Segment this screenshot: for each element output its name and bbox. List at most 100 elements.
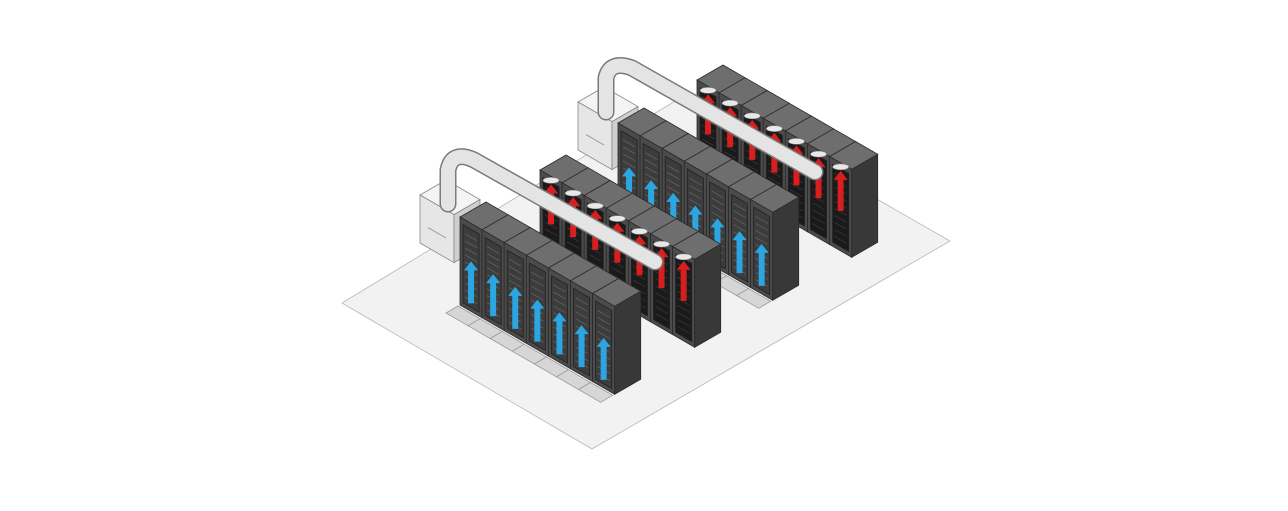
vent-line: [622, 139, 636, 148]
vent-line: [701, 131, 715, 140]
vent-line: [575, 304, 588, 313]
duct-inlet: [542, 177, 560, 184]
cold-air-arrow-icon: [596, 337, 611, 380]
cold-air-arrow-icon: [644, 180, 659, 223]
vent-line: [486, 253, 500, 262]
vent-line: [633, 272, 646, 281]
vent-line: [486, 267, 500, 276]
server-rack: [459, 201, 509, 319]
vent-line: [566, 241, 580, 250]
vent-line: [812, 223, 825, 232]
vent-line: [655, 313, 668, 322]
vent-line: [464, 233, 478, 242]
vent-line: [812, 195, 825, 204]
vent-line: [588, 253, 602, 262]
server-rack: [525, 239, 576, 357]
return-duct-1: [439, 148, 664, 271]
vent-line: [745, 156, 759, 165]
return-duct-2: [597, 57, 824, 181]
vent-line: [655, 285, 668, 294]
vent-line: [553, 291, 566, 300]
vent-line: [677, 297, 690, 306]
vent-line: [531, 278, 544, 287]
rack-end-side: [614, 290, 642, 395]
vent-line: [723, 151, 737, 160]
vent-line: [611, 266, 624, 275]
vent-line: [666, 185, 680, 194]
server-rack: [749, 184, 800, 301]
server-rack: [727, 171, 778, 289]
vent-line: [689, 177, 702, 186]
server-rack: [547, 252, 598, 370]
crac-panel-line: [427, 227, 447, 239]
vent-line: [689, 198, 702, 207]
rack-end-side: [772, 196, 800, 301]
vent-line: [666, 171, 680, 180]
vent-line: [633, 279, 646, 288]
duct-pipe: [441, 149, 662, 269]
row-1: [445, 201, 642, 403]
vent-line: [597, 309, 610, 318]
vent-line: [622, 160, 636, 169]
vent-line: [677, 325, 690, 334]
vent-line: [655, 299, 668, 308]
vent-line: [553, 305, 566, 314]
vent-line: [622, 153, 636, 162]
vent-line: [655, 306, 668, 315]
vent-line: [768, 169, 781, 178]
duct-inlet: [631, 228, 648, 235]
duct-inlet: [766, 125, 783, 132]
vent-line: [677, 311, 690, 320]
cold-air-arrow-icon: [732, 231, 747, 274]
duct-inlet: [743, 112, 761, 120]
duct-inlet: [675, 253, 692, 261]
cold-air-arrow-icon: [622, 167, 637, 210]
vent-line: [689, 191, 702, 200]
vent-line: [553, 298, 566, 307]
vent-line: [745, 163, 759, 172]
cold-air-arrow-icon: [754, 243, 769, 286]
vent-line: [508, 265, 522, 274]
vent-line: [464, 240, 478, 249]
vent-line: [677, 304, 690, 313]
rack-end-side: [851, 153, 879, 258]
vent-line: [834, 228, 847, 237]
vent-line: [644, 152, 658, 161]
crac-panel-line: [585, 134, 605, 146]
hot-air-arrow-icon: [833, 170, 848, 211]
vent-line: [611, 259, 624, 268]
vent-line: [768, 176, 781, 185]
vent-line: [597, 323, 610, 332]
vent-line: [812, 209, 825, 218]
duct-inlet: [810, 150, 827, 158]
vent-line: [588, 246, 602, 255]
vent-line: [464, 254, 478, 263]
vent-line: [575, 297, 588, 306]
vent-line: [508, 279, 522, 288]
vent-line: [486, 246, 500, 255]
vent-line: [575, 311, 588, 320]
floor-grate: [735, 288, 772, 309]
vent-line: [544, 221, 558, 230]
vent-line: [566, 234, 580, 243]
vent-line: [733, 210, 746, 219]
vent-line: [464, 247, 478, 256]
vent-line: [666, 164, 680, 173]
vent-line: [644, 159, 658, 168]
vent-line: [508, 272, 522, 281]
cold-air-arrow-icon: [464, 261, 479, 304]
duct-inlet: [653, 240, 670, 248]
server-rack: [503, 227, 554, 344]
vent-line: [508, 258, 522, 267]
vent-line: [701, 138, 715, 147]
vent-line: [531, 292, 544, 301]
cold-air-arrow-icon: [530, 299, 545, 342]
vent-line: [812, 216, 825, 225]
vent-line: [711, 190, 724, 199]
server-rack: [591, 278, 642, 395]
vent-line: [834, 235, 847, 244]
vent-line: [755, 215, 768, 224]
vent-line: [711, 204, 724, 213]
duct-inlet: [832, 163, 849, 171]
vent-line: [597, 316, 610, 325]
